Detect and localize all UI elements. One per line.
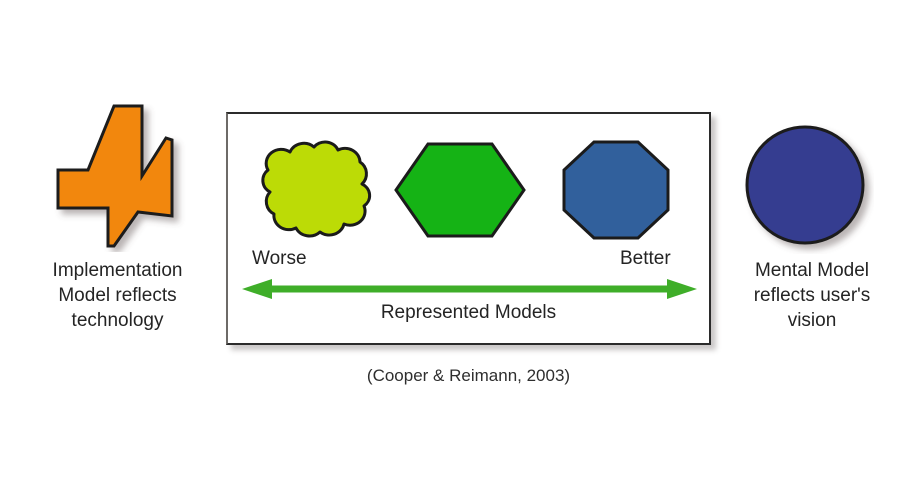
mental-model-shape — [744, 124, 874, 254]
cloud-icon — [261, 140, 372, 238]
hexagon-shape — [390, 136, 530, 244]
mental-model-caption: Mental Model reflects user's vision — [753, 260, 871, 331]
represented-models-label: Represented Models — [380, 302, 557, 323]
represented-models-box: Worse Better Represented Models — [226, 112, 711, 345]
jagged-arrow-icon — [56, 104, 174, 248]
scale-label-better: Better — [620, 248, 671, 269]
double-arrow-icon — [242, 279, 697, 299]
implementation-model-shape — [44, 104, 194, 252]
implementation-model-caption: Implementation Model reflects technology — [52, 260, 183, 331]
hexagon-icon — [394, 142, 526, 238]
scale-label-worse: Worse — [252, 248, 307, 269]
quality-scale-arrow — [242, 278, 697, 300]
circle-icon — [745, 125, 865, 245]
octagon-shape — [558, 136, 674, 244]
octagon-icon — [562, 140, 670, 240]
cloud-shape — [252, 136, 380, 244]
source-citation: (Cooper & Reimann, 2003) — [366, 366, 571, 385]
